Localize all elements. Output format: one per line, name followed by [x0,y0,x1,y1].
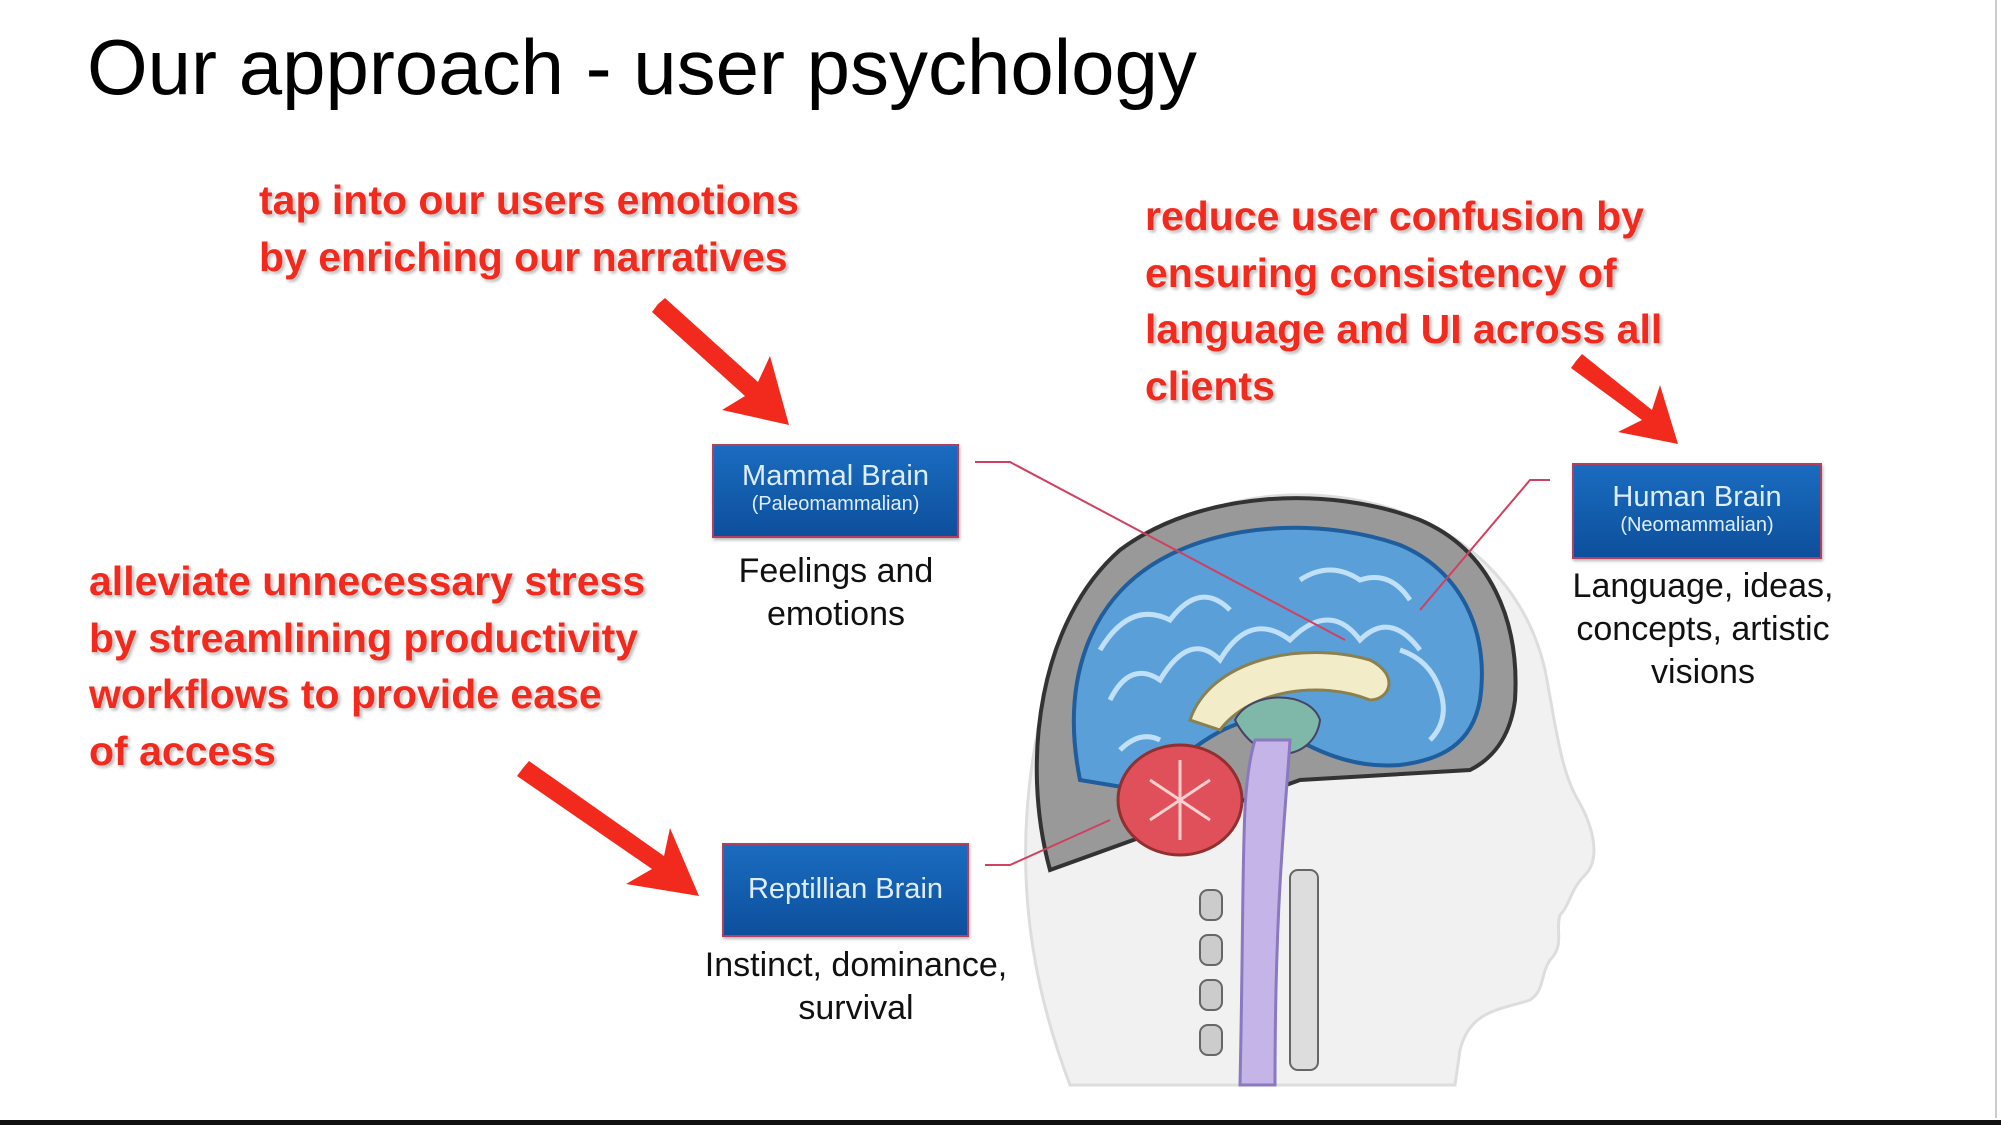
callout-consistency: reduce user confusion by ensuring consis… [1145,188,1662,414]
slide-border-bottom [0,1120,2001,1125]
pointer-lines [975,461,1550,866]
desc-line: visions [1651,653,1755,691]
mammal-description: Feelings and emotions [739,550,934,636]
label-title: Mammal Brain [742,460,929,492]
label-title: Reptillian Brain [747,873,944,905]
callout-emotions: tap into our users emotions by enriching… [259,172,799,285]
desc-line: concepts, artistic [1576,610,1830,648]
callout-line: workflows to provide ease [89,671,602,717]
arrow-to-reptilian [517,761,699,896]
brainstem [1238,738,1292,1087]
arrow-to-human [1571,354,1678,444]
label-subtitle: (Neomammalian) [1620,514,1774,536]
slide-title: Our approach - user psychology [87,23,1197,111]
callout-line: alleviate unnecessary stress [89,558,646,604]
callout-line: by enriching our narratives [259,233,788,280]
mammal-brain-label: Mammal Brain (Paleomammalian) [712,444,959,538]
human-description: Language, ideas, concepts, artistic visi… [1573,565,1834,694]
slide-border-right [1995,0,1997,1118]
callout-line: by streamlining productivity [89,614,639,661]
corpus-callosum [1188,651,1391,732]
desc-line: survival [798,989,914,1027]
desc-line: emotions [767,595,905,633]
desc-line: Language, ideas, [1572,567,1834,605]
red-arrows [517,298,1678,896]
callout-line: tap into our users emotions [259,177,799,223]
human-brain-label: Human Brain (Neomammalian) [1572,463,1822,559]
reptilian-brain-label: Reptillian Brain [722,843,969,937]
callout-line: reduce user confusion by [1145,193,1644,239]
callout-line: ensuring consistency of [1145,249,1617,296]
callout-line: of access [89,727,276,774]
desc-line: Instinct, dominance, [704,946,1008,984]
vertebrae [1199,869,1319,1071]
brain-folds [1097,567,1446,752]
arrow-to-mammal [652,298,789,425]
callout-line: clients [1145,362,1275,409]
callout-line: language and UI across all [1145,306,1663,352]
callout-stress: alleviate unnecessary stress by streamli… [89,553,645,779]
label-subtitle: (Paleomammalian) [751,493,920,515]
label-title: Human Brain [1612,481,1782,513]
reptilian-description: Instinct, dominance, survival [705,944,1007,1030]
desc-line: Feelings and [738,552,934,590]
